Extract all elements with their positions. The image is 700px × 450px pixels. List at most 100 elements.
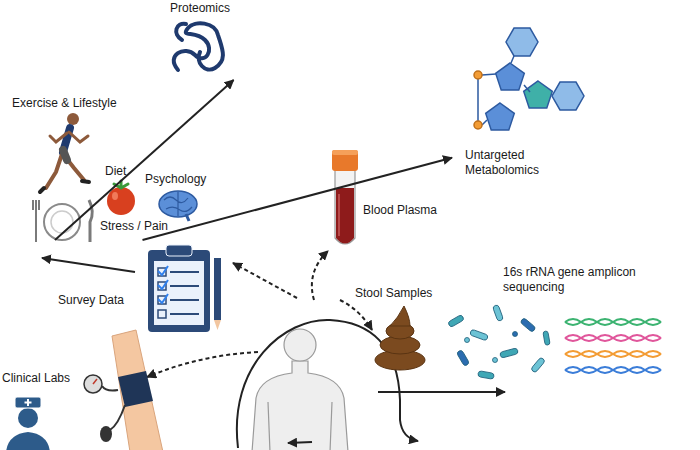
plate-icon (33, 200, 39, 242)
dna-icon (565, 351, 661, 357)
blood-pressure-icon (112, 330, 163, 450)
node-label: Stress / Pain (100, 219, 168, 234)
sample-arrow (147, 251, 372, 377)
nurse-icon (6, 397, 50, 450)
blood-pressure-icon (110, 405, 125, 430)
lifestyle-node: Exercise & Lifestyle (8, 94, 121, 194)
blood-tube-icon (336, 188, 354, 244)
stool-icon (375, 306, 425, 370)
lifestyle-node: Psychology (142, 172, 214, 220)
nurse-icon (15, 397, 41, 408)
dna-icon (565, 319, 661, 325)
metabolite-icon (506, 28, 538, 56)
lifestyle-node: Stress / Pain (98, 218, 172, 253)
flow-arrow (42, 258, 135, 272)
person-figure (268, 402, 332, 450)
metabolite-icon (496, 63, 525, 90)
clipboard-icon (148, 245, 221, 332)
node-label: Exercise & Lifestyle (12, 96, 117, 111)
bacteria-icon (456, 350, 469, 367)
bacteria-icon (493, 358, 498, 363)
dna-icon (565, 319, 661, 373)
runner-icon (67, 113, 79, 125)
dna-icon (565, 351, 661, 357)
node-label: Psychology (145, 172, 206, 187)
dna-icon (565, 367, 661, 373)
sequencing-node: 16s rRNA gene amplicon sequencing (440, 262, 670, 387)
node-label: Blood Plasma (363, 203, 437, 218)
tomato-icon (107, 181, 135, 215)
metabolite-icon (474, 121, 482, 129)
metabolite-icon (552, 82, 584, 110)
runner-icon (40, 113, 89, 192)
survey-node: Survey Data (55, 240, 230, 335)
bacteria-icon (513, 332, 518, 337)
nurse-icon (18, 408, 38, 428)
blood-pressure-icon (93, 379, 97, 384)
node-label: Stool Samples (355, 286, 432, 301)
brain-icon (186, 214, 189, 221)
bacteria-icon (531, 357, 546, 373)
stool-icon (390, 306, 410, 326)
dna-icon (565, 319, 661, 325)
node-label: Diet (105, 164, 126, 179)
blood-tube-icon (338, 194, 340, 236)
protein-icon (174, 23, 223, 70)
tomato-icon (112, 192, 118, 200)
bacteria-icon (465, 338, 470, 343)
protein-icon (176, 24, 186, 40)
clipboard-icon (166, 245, 192, 256)
bacteria-icon (520, 318, 536, 333)
flow-arrow (288, 442, 312, 443)
clipboard-icon (170, 272, 199, 314)
dna-icon (565, 367, 661, 373)
metabolite-icon (524, 81, 553, 108)
blood-tube-icon (332, 150, 358, 155)
metabolite-icon (486, 103, 515, 130)
omics-node: Proteomics (158, 0, 242, 80)
sample-arrow (340, 300, 372, 330)
node-label: Survey Data (58, 293, 124, 308)
node-label: 16s rRNA gene amplicon sequencing (503, 265, 653, 295)
metabolite-icon (474, 28, 584, 130)
sample-node: Stool Samples (352, 282, 444, 372)
dna-icon (565, 335, 661, 341)
plate-icon (33, 200, 92, 242)
bacteria-icon (500, 348, 519, 358)
blood-tube-icon (332, 150, 358, 244)
omics-node: Untargeted Metabolomics (452, 20, 570, 182)
blood-pressure-icon (118, 371, 153, 407)
node-label: Untargeted Metabolomics (465, 148, 560, 178)
person-figure (284, 329, 316, 361)
flow-arrow (42, 258, 505, 448)
brain-icon (159, 191, 197, 217)
clipboard-icon (154, 261, 204, 325)
person-figure (252, 329, 348, 450)
clipboard-icon (148, 250, 210, 332)
brain-icon (159, 191, 197, 221)
dna-icon (565, 319, 661, 325)
clipboard-icon (158, 310, 166, 318)
node-label: Proteomics (170, 1, 230, 16)
runner-icon (46, 154, 62, 188)
bacteria-icon (448, 304, 551, 379)
node-label: Clinical Labs (2, 371, 70, 386)
runner-icon (63, 150, 67, 160)
blood-pressure-icon (84, 375, 102, 393)
bacteria-icon (448, 314, 465, 327)
blood-pressure-icon (102, 386, 118, 391)
clipboard-icon (214, 320, 221, 330)
blood-pressure-icon (100, 426, 112, 442)
person-figure (252, 361, 348, 450)
nurse-icon (25, 399, 32, 406)
sample-arrow (147, 352, 258, 377)
protein-icon (174, 23, 223, 70)
bacteria-icon (478, 371, 495, 380)
bacteria-icon (470, 329, 489, 341)
runner-icon (40, 181, 89, 192)
blood-tube-icon (332, 150, 358, 171)
clipboard-icon (158, 268, 199, 318)
runner-icon (50, 132, 88, 142)
